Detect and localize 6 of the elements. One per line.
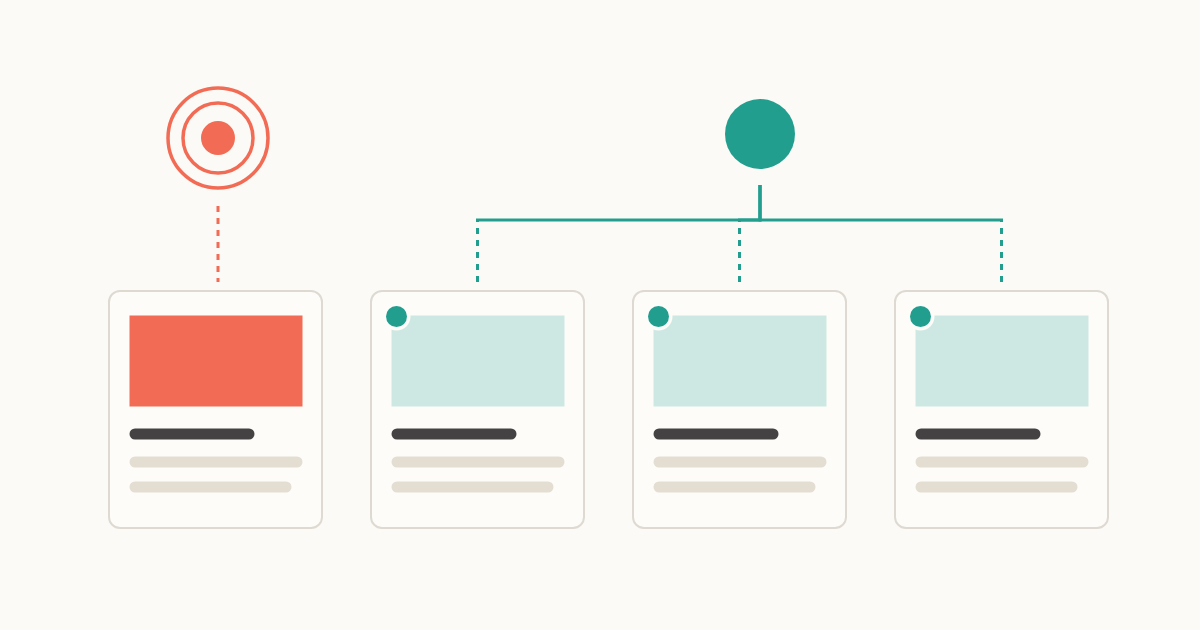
- card: [894, 290, 1109, 529]
- card: [108, 290, 323, 529]
- connector-line: [216, 206, 220, 282]
- connector-line: [758, 185, 1003, 282]
- card: [370, 290, 585, 529]
- card: [632, 290, 847, 529]
